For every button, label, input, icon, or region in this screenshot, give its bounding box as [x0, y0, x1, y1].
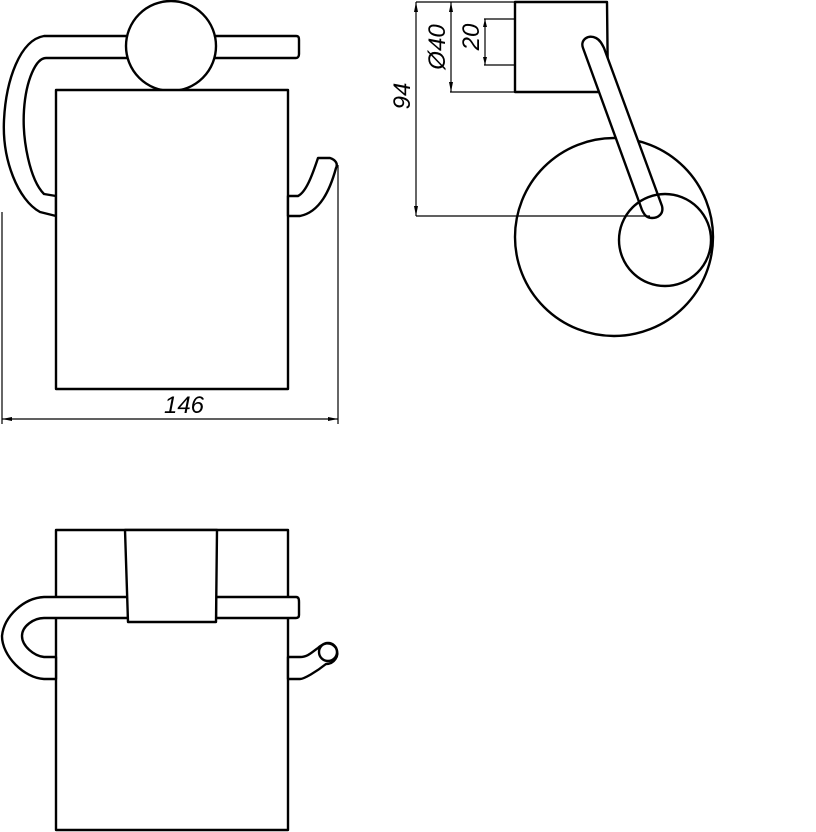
- arrow-94-bottom: [414, 206, 418, 216]
- arrow-right: [328, 417, 338, 421]
- arrow-94-top: [414, 2, 418, 12]
- arrow-20-top: [483, 19, 487, 27]
- front-left-arm: [2, 34, 130, 218]
- dim-20-label: 20: [458, 23, 485, 51]
- side-view: 94 Ø40 20: [389, 0, 715, 338]
- top-right-bar: [214, 595, 301, 620]
- front-right-hook: [286, 156, 338, 218]
- arrow-40-top: [449, 2, 453, 12]
- arrow-20-bottom: [483, 57, 487, 65]
- dim-94-label: 94: [389, 83, 416, 110]
- top-hook-end: [317, 641, 339, 663]
- dim-40-label: Ø40: [424, 24, 451, 71]
- side-paper-roll: [513, 136, 715, 338]
- front-mount-disc: [124, 0, 218, 93]
- top-left-hook: [0, 595, 130, 681]
- top-view: [0, 528, 339, 832]
- front-right-bar: [212, 34, 301, 60]
- side-hub: [617, 192, 713, 288]
- arrow-left: [2, 417, 12, 421]
- dim-width-label: 146: [164, 392, 205, 419]
- top-mount-block: [123, 528, 219, 624]
- side-arm: [581, 35, 664, 220]
- front-view: 146: [1, 0, 339, 424]
- arrow-40-bottom: [449, 82, 453, 92]
- front-paper-roll: [54, 88, 290, 391]
